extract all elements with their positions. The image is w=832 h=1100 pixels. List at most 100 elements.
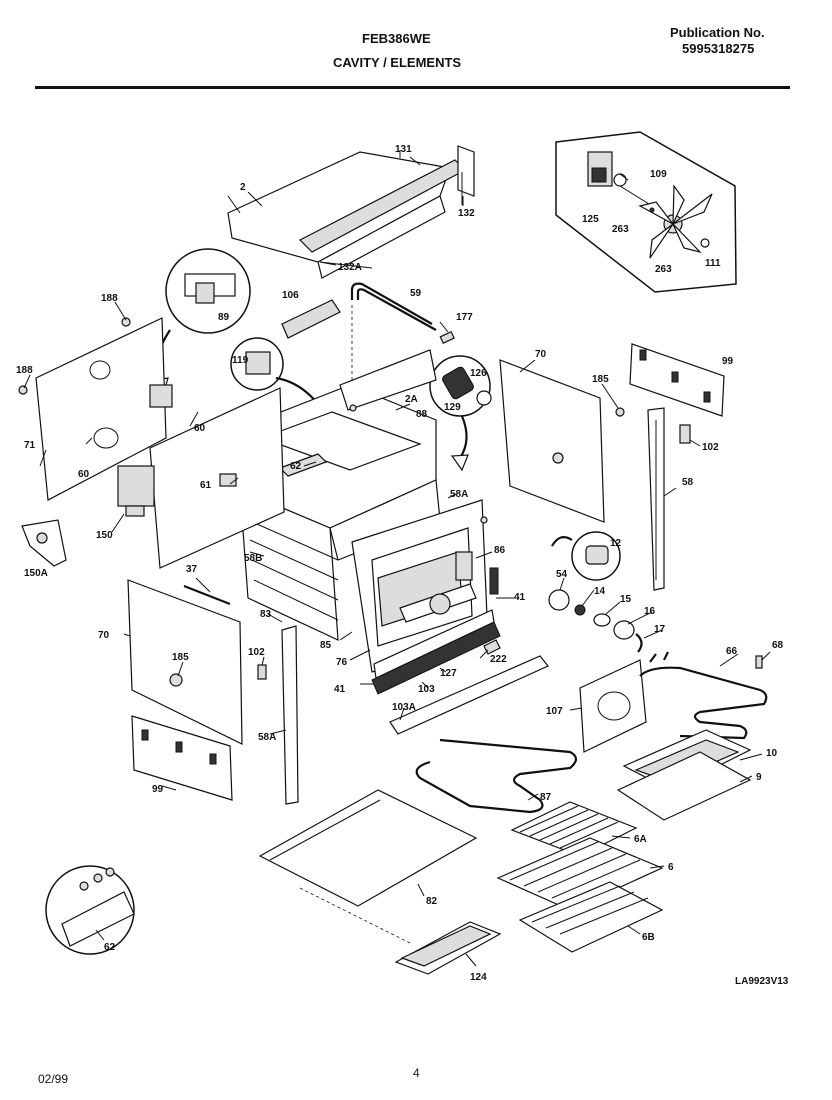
left-channel (281, 625, 299, 805)
part-label-16: 16 (644, 606, 656, 617)
part-label-76: 76 (336, 657, 348, 668)
inset-119-and-126 (230, 337, 492, 472)
part-label-68: 68 (772, 640, 784, 651)
part-label-89: 89 (218, 312, 230, 323)
part-label-87: 87 (540, 792, 552, 803)
part-label-82: 82 (426, 896, 438, 907)
inset-89 (154, 248, 251, 394)
part-label-188: 188 (101, 293, 118, 304)
part-label-102: 102 (702, 442, 719, 453)
publication-label: Publication No. (670, 25, 765, 40)
part-label-263: 263 (655, 264, 672, 275)
part-number-labels: 2 131 132 132A 109 125 263 263 111 188 1… (16, 144, 784, 983)
part-label-177: 177 (456, 312, 473, 323)
bottom-trim (371, 583, 501, 695)
part-label-58a: 58A (258, 732, 276, 743)
drawing-code: LA9923V13 (735, 976, 789, 987)
part-label-9: 9 (756, 772, 762, 783)
right-channel (647, 407, 691, 591)
part-label-150a: 150A (24, 568, 48, 579)
oven-bottom-and-drawer (258, 789, 502, 975)
part-label-41: 41 (334, 684, 346, 695)
part-label-41: 41 (514, 592, 526, 603)
bake-element (415, 738, 578, 814)
element-block-and-tube (281, 282, 455, 398)
part-label-222: 222 (490, 654, 507, 665)
part-label-132: 132 (458, 208, 475, 219)
part-label-17: 17 (654, 624, 666, 635)
part-label-59: 59 (410, 288, 422, 299)
part-label-83: 83 (260, 609, 272, 620)
part-label-106: 106 (282, 290, 299, 301)
oven-cavity-body (239, 349, 441, 641)
footer-date: 02/99 (38, 1072, 69, 1086)
part-label-12: 12 (610, 538, 622, 549)
part-label-15: 15 (620, 594, 632, 605)
model-number: FEB386WE (362, 31, 431, 46)
part-label-185: 185 (172, 652, 189, 663)
part-label-14: 14 (594, 586, 606, 597)
left-lower-panel (127, 579, 267, 745)
part-label-37: 37 (186, 564, 198, 575)
part-label-109: 109 (650, 169, 667, 180)
part-label-185: 185 (592, 374, 609, 385)
leader-lines (23, 156, 771, 967)
inset-62 (45, 865, 135, 955)
part-label-188: 188 (16, 365, 33, 376)
part-label-62: 62 (104, 942, 116, 953)
part-label-99: 99 (152, 784, 164, 795)
left-frame-and-transformer (21, 387, 285, 569)
part-label-70: 70 (98, 630, 110, 641)
part-label-119: 119 (232, 355, 249, 366)
part-label-2: 2 (240, 182, 246, 193)
part-label-103: 103 (418, 684, 435, 695)
part-label-150: 150 (96, 530, 113, 541)
part-label-263: 263 (612, 224, 629, 235)
part-label-2a: 2A (405, 394, 418, 405)
section-title: CAVITY / ELEMENTS (333, 55, 462, 70)
part-label-131: 131 (395, 144, 412, 155)
part-label-58b: 58B (244, 553, 262, 564)
page-number: 4 (413, 1066, 420, 1080)
part-label-66: 66 (726, 646, 738, 657)
part-label-58a: 58A (450, 489, 468, 500)
part-label-6b: 6B (642, 932, 655, 943)
part-label-60: 60 (78, 469, 90, 480)
part-label-10: 10 (766, 748, 778, 759)
convection-fan-inset (555, 131, 737, 293)
rear-bracket-lower (131, 715, 233, 801)
right-side-panel (499, 359, 625, 523)
rear-bracket-upper (629, 343, 725, 417)
part-label-71: 71 (24, 440, 36, 451)
part-label-103a: 103A (392, 702, 416, 713)
part-label-6: 6 (668, 862, 674, 873)
part-label-61: 61 (200, 480, 212, 491)
part-label-125: 125 (582, 214, 599, 225)
part-label-88: 88 (416, 409, 428, 420)
part-label-54: 54 (556, 569, 568, 580)
part-label-126: 126 (470, 368, 487, 379)
part-label-129: 129 (444, 402, 461, 413)
part-label-132a: 132A (338, 262, 362, 273)
part-label-107: 107 (546, 706, 563, 717)
top-cover-assembly (227, 145, 475, 279)
part-label-102: 102 (248, 647, 265, 658)
part-label-124: 124 (470, 972, 487, 983)
part-label-85: 85 (320, 640, 332, 651)
part-label-6a: 6A (634, 834, 647, 845)
left-side-panel (18, 317, 173, 501)
oven-racks (496, 801, 664, 953)
part-label-127: 127 (440, 668, 457, 679)
part-label-99: 99 (722, 356, 734, 367)
part-label-86: 86 (494, 545, 506, 556)
part-label-58: 58 (682, 477, 694, 488)
broiler-pan (616, 729, 752, 821)
publication-number: 5995318275 (682, 41, 755, 56)
header-rule (35, 86, 790, 89)
part-label-111: 111 (705, 258, 721, 269)
fan-motor-parts (548, 531, 643, 653)
part-label-62: 62 (290, 461, 302, 472)
part-label-60: 60 (194, 423, 206, 434)
part-label-70: 70 (535, 349, 547, 360)
